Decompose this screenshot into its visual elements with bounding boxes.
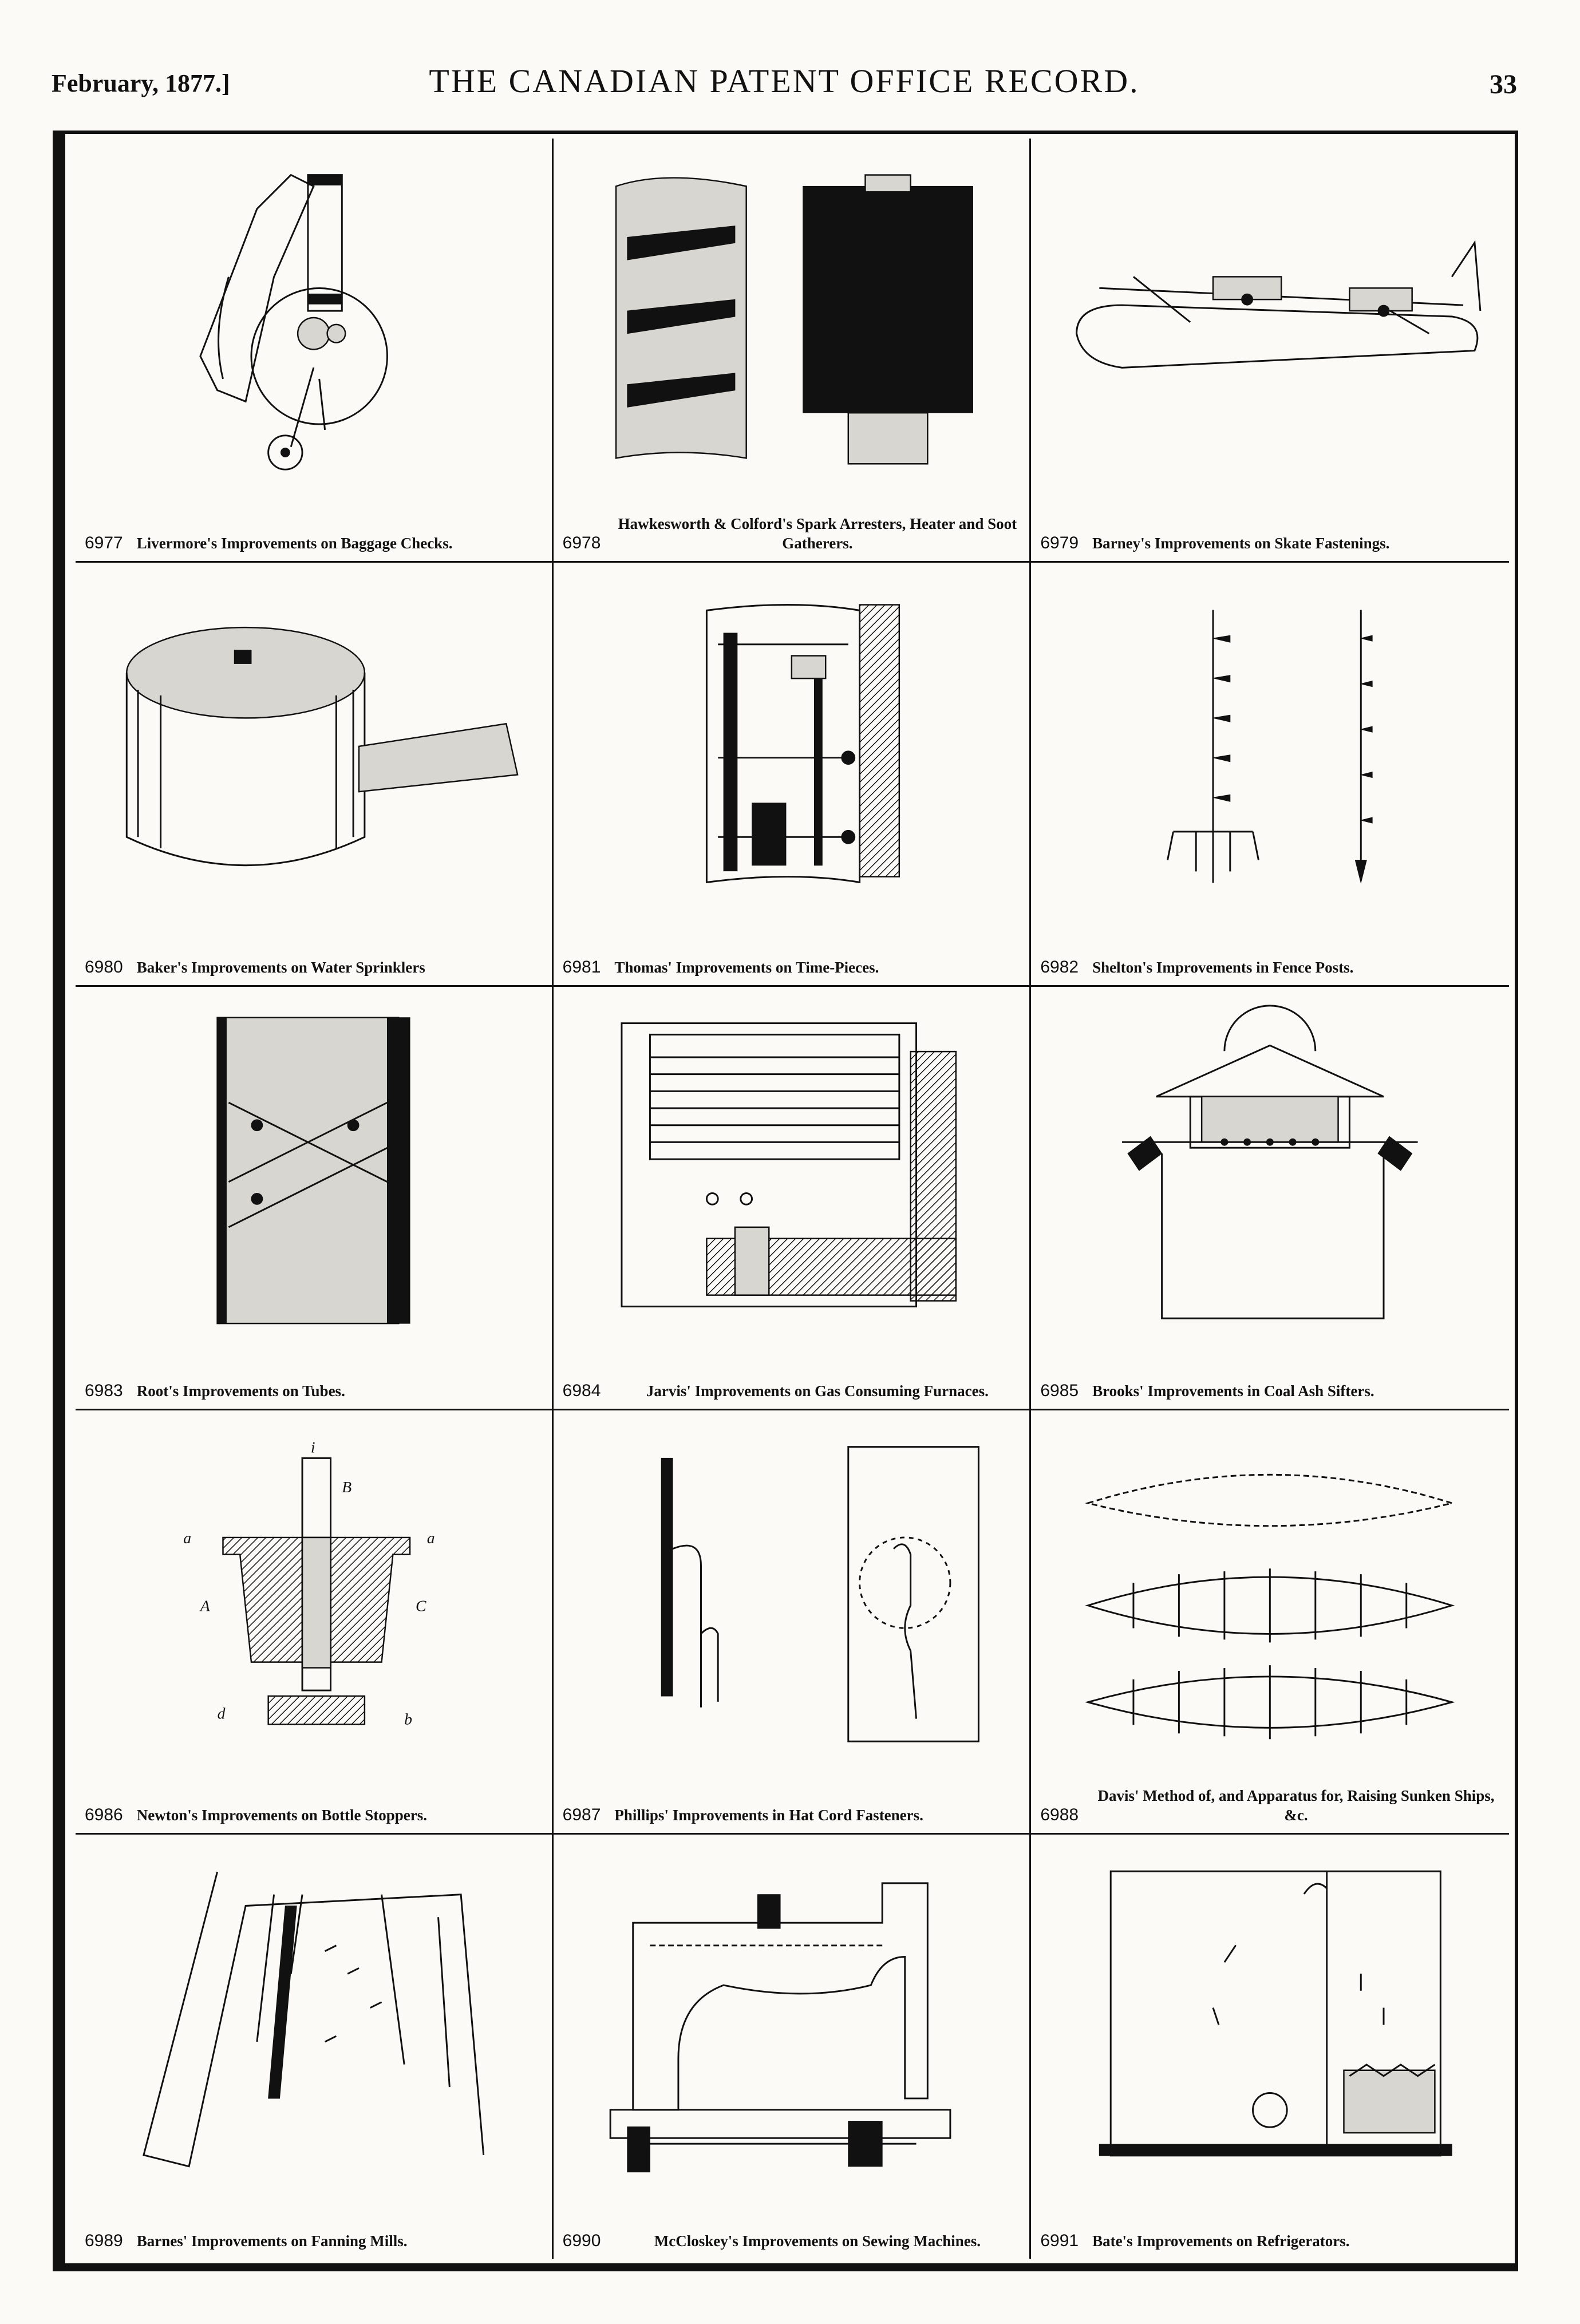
fanning-mill-illustration bbox=[87, 1843, 540, 2196]
patent-title: Barnes' Improvements on Fanning Mills. bbox=[136, 2232, 408, 2250]
patent-cell-6986: i B a a A C d b 6986 Newton's Improvemen… bbox=[76, 1410, 554, 1835]
patent-number: 6990 bbox=[562, 2231, 601, 2250]
patent-cell-6987: 6987 Phillips' Improvements in Hat Cord … bbox=[553, 1410, 1032, 1835]
patent-cell-6990: 6990 McCloskey's Improvements on Sewing … bbox=[554, 1835, 1032, 2259]
patent-title: Jarvis' Improvements on Gas Consuming Fu… bbox=[646, 1382, 989, 1400]
patent-cell-6978: 6978 Hawkesworth & Colford's Spark Arres… bbox=[553, 139, 1032, 563]
ship-raising-illustration bbox=[1042, 1418, 1498, 1770]
fence-post-illustration bbox=[1042, 571, 1498, 922]
patent-caption: 6979 Barney's Improvements on Skate Fast… bbox=[1040, 501, 1500, 553]
svg-text:B: B bbox=[342, 1478, 351, 1496]
svg-text:a: a bbox=[427, 1529, 435, 1547]
patent-caption: 6990 McCloskey's Improvements on Sewing … bbox=[563, 2199, 1021, 2251]
bottle-stopper-illustration: i B a a A C d b bbox=[87, 1418, 540, 1770]
patent-title: Thomas' Improvements on Time-Pieces. bbox=[614, 958, 879, 976]
patent-title: Brooks' Improvements in Coal Ash Sifters… bbox=[1092, 1382, 1374, 1400]
publication-title: THE CANADIAN PATENT OFFICE RECORD. bbox=[429, 62, 1140, 100]
svg-text:C: C bbox=[416, 1597, 426, 1615]
time-piece-illustration bbox=[565, 571, 1018, 922]
svg-text:b: b bbox=[404, 1710, 412, 1728]
sewing-machine-illustration bbox=[565, 1843, 1018, 2196]
page-number: 33 bbox=[1490, 69, 1517, 100]
patent-grid: 6977 Livermore's Improvements on Baggage… bbox=[76, 139, 1509, 2259]
patent-caption: 6977 Livermore's Improvements on Baggage… bbox=[85, 501, 543, 553]
patent-cell-6991: 6991 Bate's Improvements on Refrigerator… bbox=[1031, 1835, 1509, 2259]
patent-cell-6980: 6980 Baker's Improvements on Water Sprin… bbox=[76, 562, 554, 987]
page-header: February, 1877.] THE CANADIAN PATENT OFF… bbox=[52, 62, 1517, 108]
patent-caption: 6989 Barnes' Improvements on Fanning Mil… bbox=[85, 2199, 543, 2251]
patent-number: 6980 bbox=[85, 957, 123, 977]
ash-sifter-illustration bbox=[1042, 995, 1498, 1346]
patent-title: Barney's Improvements on Skate Fastening… bbox=[1092, 534, 1390, 552]
patent-cell-6988: 6988 Davis' Method of, and Apparatus for… bbox=[1031, 1410, 1509, 1835]
patent-number: 6989 bbox=[85, 2231, 123, 2250]
patent-number: 6988 bbox=[1040, 1805, 1079, 1825]
svg-text:d: d bbox=[218, 1705, 226, 1722]
patent-cell-6989: 6989 Barnes' Improvements on Fanning Mil… bbox=[76, 1835, 554, 2259]
patent-title: Livermore's Improvements on Baggage Chec… bbox=[136, 534, 453, 552]
patent-caption: 6987 Phillips' Improvements in Hat Cord … bbox=[563, 1773, 1021, 1825]
patent-number: 6982 bbox=[1040, 957, 1079, 977]
patent-title: McCloskey's Improvements on Sewing Machi… bbox=[654, 2232, 981, 2250]
patent-caption: 6982 Shelton's Improvements in Fence Pos… bbox=[1040, 926, 1500, 977]
patent-number: 6977 bbox=[85, 533, 123, 552]
patent-title: Bate's Improvements on Refrigerators. bbox=[1092, 2232, 1350, 2250]
patent-caption: 6980 Baker's Improvements on Water Sprin… bbox=[85, 926, 543, 977]
patent-number: 6978 bbox=[562, 533, 601, 552]
skate-illustration bbox=[1042, 147, 1498, 498]
patent-cell-6979: 6979 Barney's Improvements on Skate Fast… bbox=[1031, 139, 1509, 563]
patent-number: 6987 bbox=[562, 1805, 601, 1825]
patent-number: 6979 bbox=[1040, 533, 1079, 552]
patent-cell-6984: 6984 Jarvis' Improvements on Gas Consumi… bbox=[553, 986, 1032, 1411]
hat-cord-fastener-illustration bbox=[565, 1418, 1018, 1770]
patent-number: 6986 bbox=[85, 1805, 123, 1825]
patent-caption: 6986 Newton's Improvements on Bottle Sto… bbox=[85, 1773, 543, 1825]
patent-title: Phillips' Improvements in Hat Cord Faste… bbox=[614, 1807, 923, 1824]
furnace-illustration bbox=[565, 995, 1018, 1346]
patent-cell-6983: 6983 Root's Improvements on Tubes. bbox=[76, 986, 554, 1411]
patent-title: Shelton's Improvements in Fence Posts. bbox=[1092, 958, 1354, 976]
svg-text:i: i bbox=[311, 1438, 315, 1456]
patent-number: 6991 bbox=[1040, 2231, 1079, 2250]
patent-title: Davis' Method of, and Apparatus for, Rai… bbox=[1097, 1787, 1495, 1824]
patent-title: Newton's Improvements on Bottle Stoppers… bbox=[136, 1807, 427, 1824]
patent-number: 6983 bbox=[85, 1381, 123, 1401]
svg-text:a: a bbox=[183, 1529, 191, 1547]
patent-illustration-frame: 6977 Livermore's Improvements on Baggage… bbox=[53, 131, 1518, 2271]
patent-caption: 6988 Davis' Method of, and Apparatus for… bbox=[1040, 1773, 1500, 1825]
patent-caption: 6978 Hawkesworth & Colford's Spark Arres… bbox=[563, 501, 1021, 553]
water-sprinkler-illustration bbox=[87, 571, 540, 922]
patent-title: Baker's Improvements on Water Sprinklers bbox=[136, 958, 425, 976]
spark-arrester-illustration bbox=[565, 147, 1018, 498]
patent-caption: 6984 Jarvis' Improvements on Gas Consumi… bbox=[563, 1349, 1021, 1401]
patent-cell-6977: 6977 Livermore's Improvements on Baggage… bbox=[76, 139, 554, 563]
svg-text:A: A bbox=[199, 1597, 210, 1615]
patent-number: 6981 bbox=[562, 957, 601, 977]
patent-title: Root's Improvements on Tubes. bbox=[136, 1382, 345, 1400]
refrigerator-illustration bbox=[1042, 1843, 1498, 2196]
patent-title: Hawkesworth & Colford's Spark Arresters,… bbox=[618, 515, 1017, 552]
patent-caption: 6981 Thomas' Improvements on Time-Pieces… bbox=[563, 926, 1021, 977]
patent-cell-6982: 6982 Shelton's Improvements in Fence Pos… bbox=[1031, 563, 1509, 987]
patent-cell-6985: 6985 Brooks' Improvements in Coal Ash Si… bbox=[1031, 987, 1509, 1411]
patent-caption: 6985 Brooks' Improvements in Coal Ash Si… bbox=[1040, 1349, 1500, 1401]
patent-number: 6984 bbox=[562, 1381, 601, 1401]
patent-caption: 6991 Bate's Improvements on Refrigerator… bbox=[1040, 2199, 1500, 2251]
issue-date: February, 1877.] bbox=[52, 69, 230, 97]
patent-cell-6981: 6981 Thomas' Improvements on Time-Pieces… bbox=[553, 562, 1032, 987]
patent-caption: 6983 Root's Improvements on Tubes. bbox=[85, 1349, 543, 1401]
baggage-check-illustration bbox=[87, 147, 540, 498]
patent-number: 6985 bbox=[1040, 1381, 1079, 1401]
tube-illustration bbox=[87, 995, 540, 1346]
